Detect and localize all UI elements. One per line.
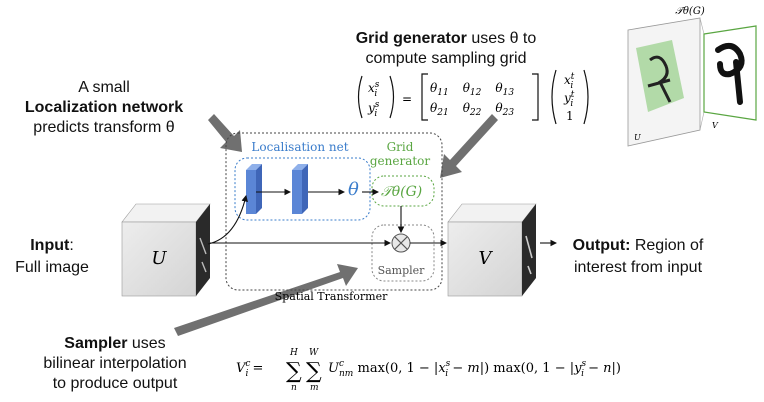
inset-label-V: V: [712, 121, 719, 130]
eq-sum-n-bottom: n: [291, 383, 297, 393]
transform-inset: 𝒯θ(G) U V: [627, 6, 757, 147]
eq-sum-m: ∑: [306, 359, 322, 384]
pointer-arrows: [174, 114, 498, 336]
transform-grid-symbol: 𝒯θ(G): [381, 184, 422, 200]
input-annotation-bold: Input: [30, 237, 70, 254]
eq-sum-m-bottom: m: [310, 383, 319, 393]
output-cube-V: V: [447, 203, 537, 297]
output-annotation-line2: interest from input: [574, 259, 703, 276]
cube-U-label: U: [151, 248, 167, 269]
output-annotation-rest: Region of: [630, 237, 703, 254]
inset-digit-U: [647, 55, 672, 103]
grid-annotation-rest: uses θ to: [467, 30, 536, 47]
flow-arrows: [207, 188, 558, 247]
eq-sum-n-top: H: [289, 348, 298, 358]
sampler-pointer-arrow: [174, 264, 358, 336]
output-annotation-bold: Output:: [573, 237, 631, 254]
grid-annotation-line1: Grid generator uses θ to: [356, 30, 537, 47]
inset-title: 𝒯θ(G): [675, 6, 705, 17]
sampler-box: [371, 224, 435, 282]
localisation-layer-2: [292, 164, 308, 214]
spatial-transformer-label: Spatial Transformer: [275, 290, 388, 303]
inset-digit-V: [715, 42, 745, 105]
cube-V-label: V: [479, 248, 494, 269]
sampler-annotation-line3: to produce output: [53, 375, 178, 392]
localization-annotation-line1: A small: [78, 79, 130, 96]
output-annotation-line1: Output: Region of: [573, 237, 704, 254]
localisation-layer-1: [246, 164, 262, 214]
sampler-annotation-bold: Sampler: [64, 335, 127, 352]
inset-sampling-grid: [636, 40, 684, 112]
grid-pointer-arrow: [440, 114, 498, 178]
input-annotation-rest: :: [69, 237, 73, 254]
input-annotation-line1: Input:: [30, 237, 74, 254]
localization-pointer-arrow: [208, 114, 242, 152]
grid-generator-box: [371, 175, 435, 207]
inset-label-U: U: [634, 133, 641, 142]
localisation-net-box: [234, 157, 371, 221]
localization-annotation-line2: Localization network: [25, 99, 183, 116]
grid-annotation-bold: Grid generator: [356, 30, 467, 47]
spatial-transformer-box: [225, 132, 443, 291]
eq-sum-m-top: W: [309, 348, 319, 358]
sampler-label: Sampler: [378, 264, 426, 277]
input-annotation-line2: Full image: [15, 259, 89, 276]
grid-generator-label-1: Grid: [387, 140, 414, 154]
theta-symbol: θ: [348, 179, 359, 200]
sampler-annotation-line1: Sampler uses: [64, 335, 165, 352]
localization-annotation-line3: predicts transform θ: [33, 119, 174, 136]
input-cube-U: U: [121, 203, 211, 297]
rhs-one: 1: [566, 109, 574, 123]
localisation-net-label: Localisation net: [251, 140, 348, 154]
equals-sign: =: [402, 92, 412, 106]
grid-generator-label-2: generator: [370, 154, 431, 168]
sampler-annotation-line2: bilinear interpolation: [43, 355, 186, 372]
grid-annotation-line2: compute sampling grid: [366, 50, 527, 67]
sampler-annotation-rest: uses: [127, 335, 165, 352]
eq-sum-n: ∑: [286, 359, 302, 384]
